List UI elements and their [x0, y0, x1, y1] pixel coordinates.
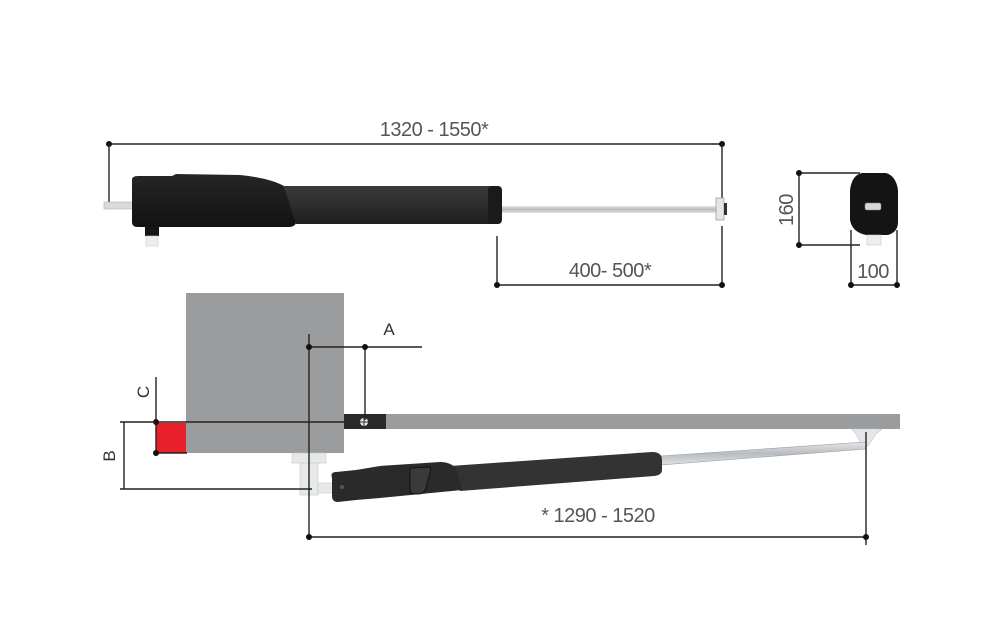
- installed-length-label: * 1290 - 1520: [541, 505, 655, 527]
- installed-actuator: [331, 441, 867, 502]
- width-dimension: 100: [848, 230, 900, 288]
- mount-pin: [145, 235, 159, 247]
- end-view-mount: [866, 234, 882, 246]
- motor-mount: [145, 227, 159, 236]
- height-label: 160: [776, 194, 798, 226]
- height-dimension: 160: [776, 170, 860, 248]
- actuator-tube: [284, 186, 502, 224]
- label-c: C: [134, 386, 153, 398]
- piston-rod: [502, 206, 720, 213]
- top-view: 1320 - 1550* 400- 500*: [103, 119, 727, 288]
- label-b: B: [100, 450, 119, 461]
- overall-length-label: 1320 - 1550*: [380, 119, 489, 141]
- dimension-c: C: [134, 377, 344, 456]
- dimension-a: A: [306, 320, 422, 540]
- gate-leaf: [344, 414, 900, 429]
- hinge-pin-icon: [360, 418, 368, 426]
- installed-rod: [659, 441, 867, 466]
- red-marker: [156, 423, 186, 453]
- width-label: 100: [857, 261, 889, 283]
- installed-tube: [450, 452, 662, 491]
- end-view: 160 100: [776, 170, 900, 288]
- end-view-badge: [864, 202, 882, 211]
- stroke-label: 400- 500*: [569, 260, 652, 282]
- installation-view: A C B * 1290 - 1520: [100, 293, 900, 545]
- overall-length-dimension: 1320 - 1550*: [106, 119, 725, 208]
- gate-bracket: [851, 428, 883, 447]
- installed-motor: [331, 462, 462, 502]
- stroke-dimension: 400- 500*: [494, 226, 725, 288]
- motor-housing: [132, 174, 296, 227]
- motor-cover-icon: [409, 466, 432, 495]
- dimension-b: B: [100, 421, 312, 490]
- installed-length-dimension: * 1290 - 1520: [306, 432, 869, 545]
- label-a: A: [383, 320, 395, 339]
- pillar: [186, 293, 344, 453]
- front-clevis: [715, 197, 727, 221]
